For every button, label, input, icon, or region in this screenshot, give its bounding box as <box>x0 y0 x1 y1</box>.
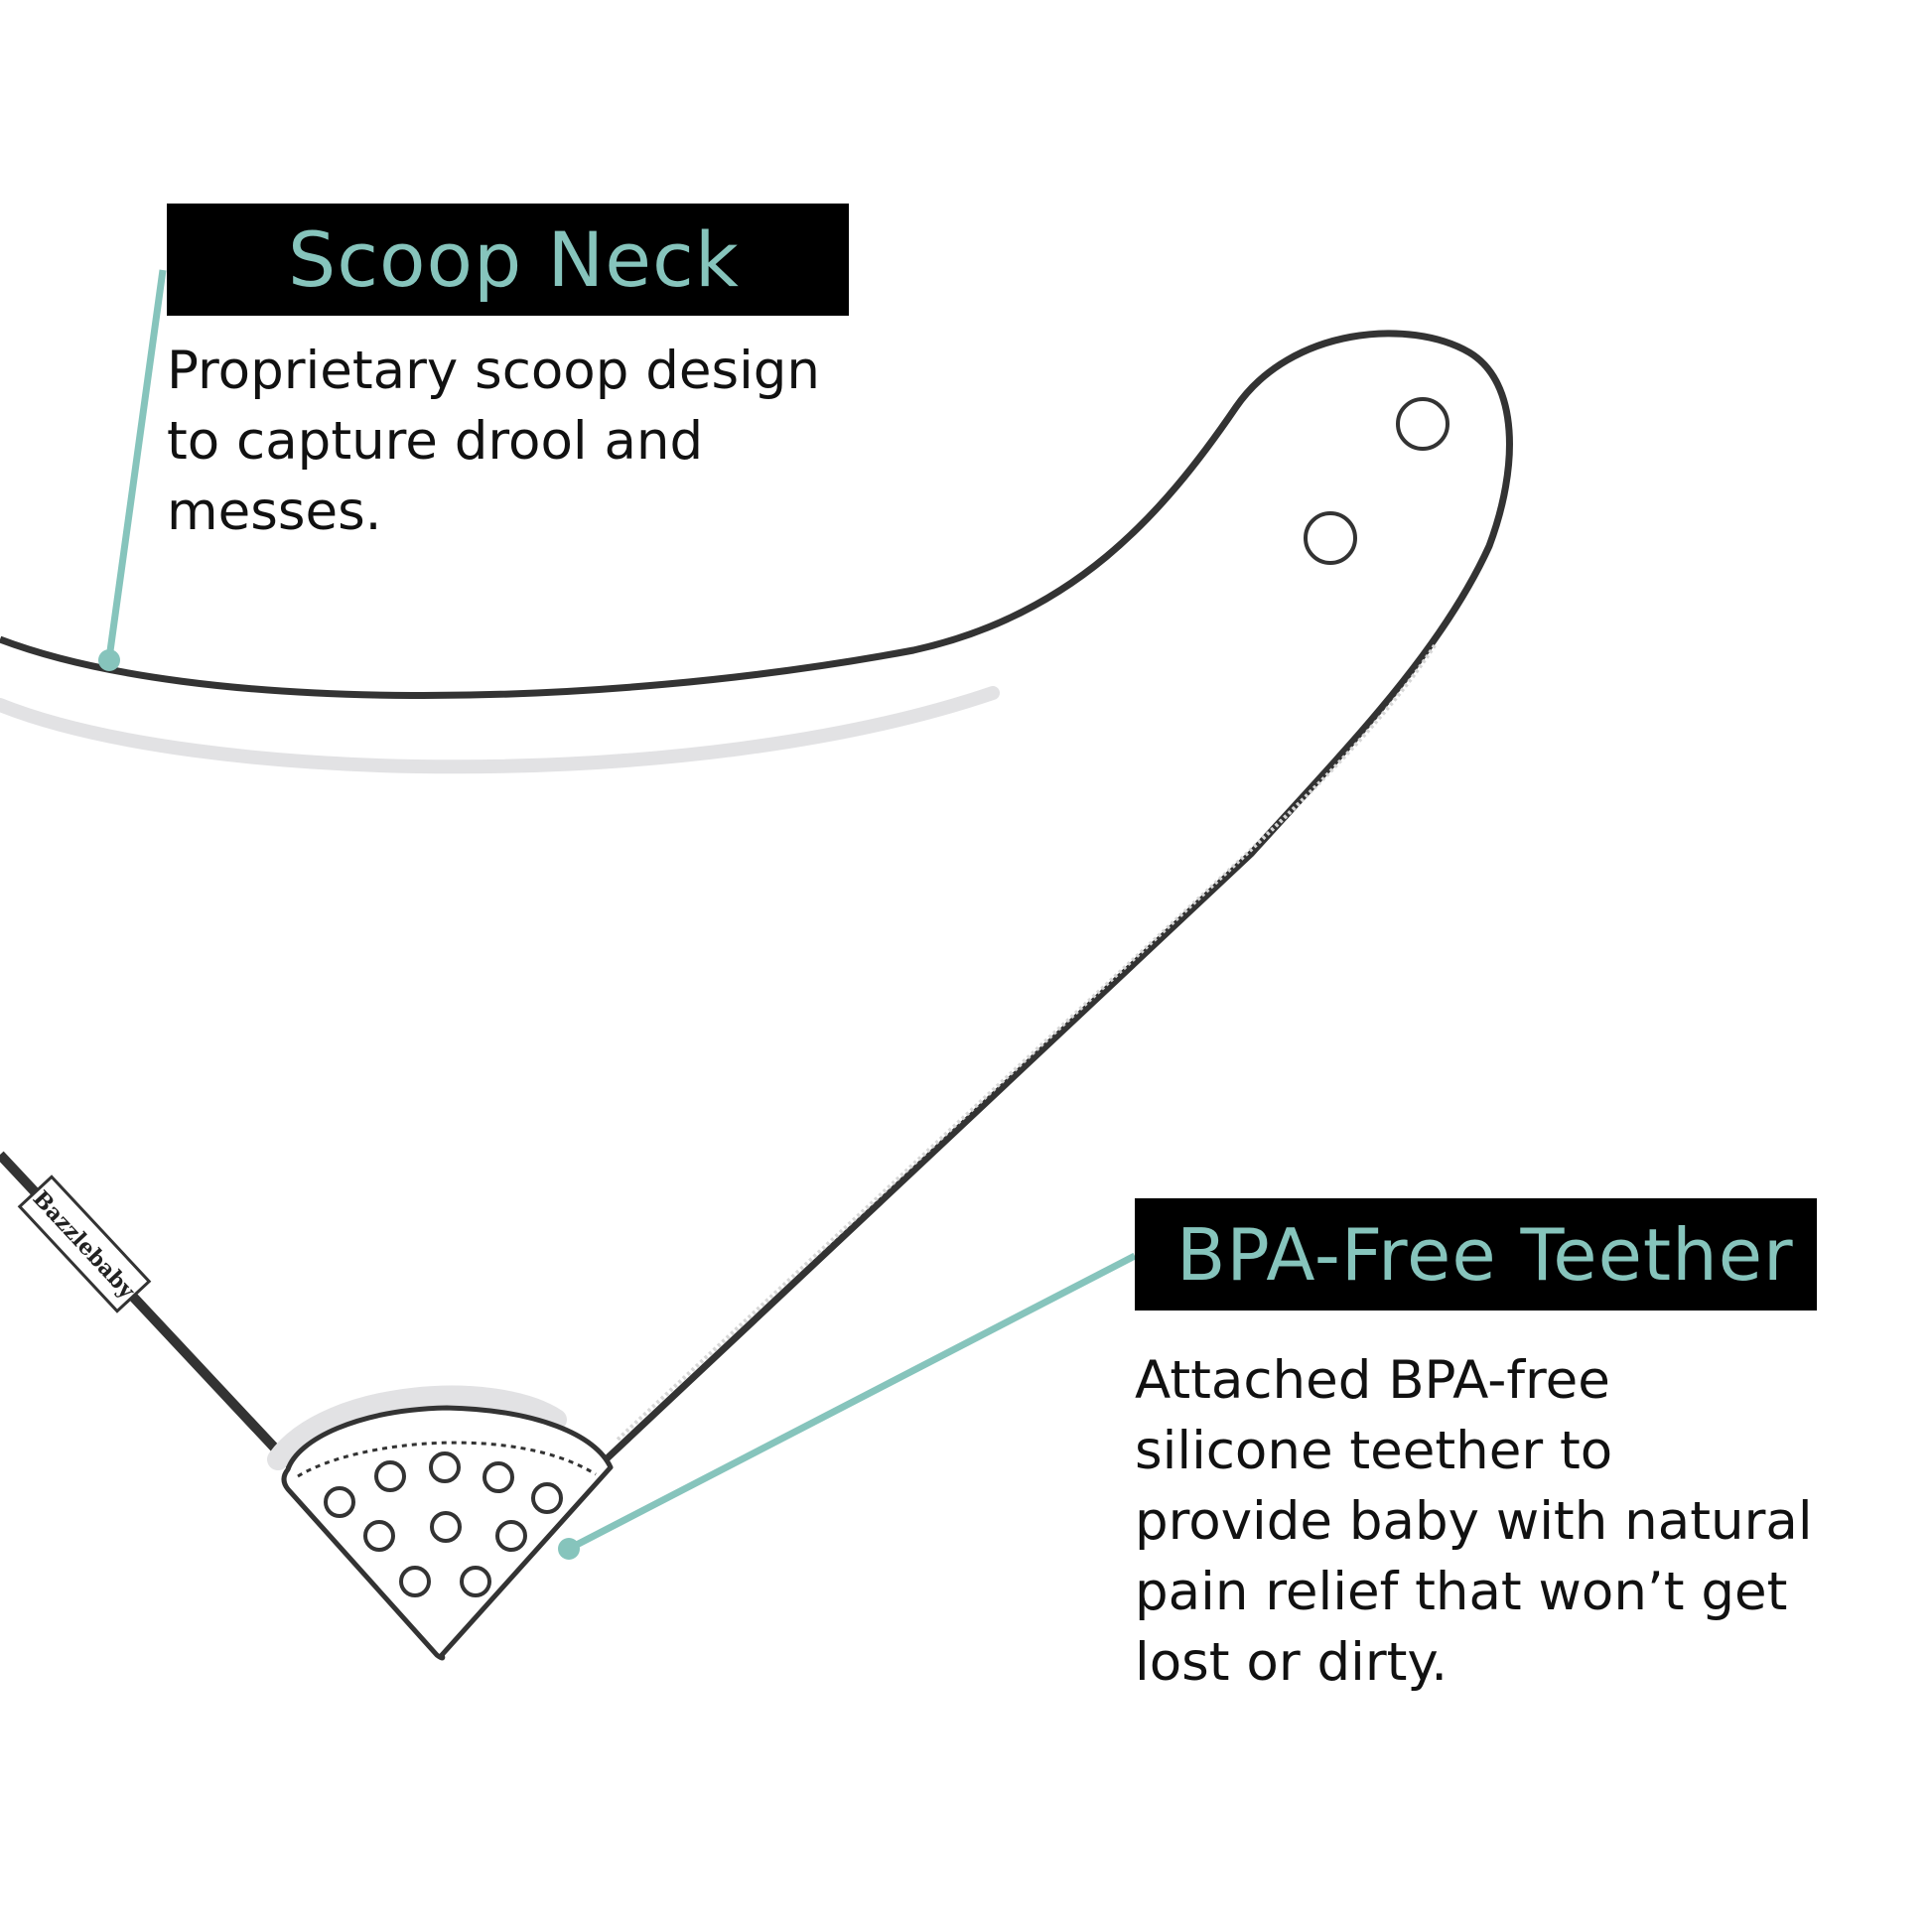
teether-bump-icon <box>483 1461 514 1493</box>
teether-shadow <box>267 1385 567 1470</box>
scoop-desc-line: Proprietary scoop design <box>167 341 821 401</box>
scoop-neck-title: Scoop Neck <box>167 204 849 316</box>
teether-bump-icon <box>531 1482 563 1514</box>
scoop-leader-line <box>105 269 167 659</box>
teether-desc-line: provide baby with natural <box>1135 1491 1813 1552</box>
teether-bump-icon <box>374 1460 406 1492</box>
teether-dotted-line <box>297 1441 597 1478</box>
teether-bump-icon <box>495 1520 527 1552</box>
bib-outline <box>0 330 1513 1467</box>
teether-bump-icon <box>429 1451 461 1483</box>
scoop-desc-line: messes. <box>167 482 382 542</box>
stitch-line <box>614 643 1437 1444</box>
teether-description: Attached BPA-free silicone teether to pr… <box>1135 1345 1813 1698</box>
snap-hole-icon <box>1304 511 1357 565</box>
teether-leader-dot <box>558 1538 580 1560</box>
teether-bump-icon <box>430 1511 462 1543</box>
teether-desc-line: pain relief that won’t get <box>1135 1562 1788 1622</box>
scoop-leader-dot <box>98 649 120 671</box>
scoop-neck-description: Proprietary scoop design to capture droo… <box>167 336 820 547</box>
teether-bump-icon <box>363 1520 395 1552</box>
teether-title-text: BPA-Free Teether <box>1176 1212 1794 1297</box>
teether-leader-line <box>567 1252 1137 1553</box>
teether-bump-icon <box>460 1566 491 1597</box>
brand-tag-label: Bazzlebaby <box>28 1185 141 1305</box>
teether-desc-line: silicone teether to <box>1135 1421 1613 1481</box>
teether-bumps <box>324 1451 563 1597</box>
teether-bump-icon <box>324 1486 355 1518</box>
snap-hole-icon <box>1396 397 1449 451</box>
teether-desc-line: lost or dirty. <box>1135 1632 1449 1693</box>
scoop-neck-title-text: Scoop Neck <box>288 215 740 304</box>
brand-tag: Bazzlebaby <box>17 1174 152 1313</box>
teether-bump-icon <box>399 1566 431 1597</box>
neck-shadow <box>0 686 1000 774</box>
teether-desc-line: Attached BPA-free <box>1135 1350 1610 1411</box>
teether-title: BPA-Free Teether <box>1135 1198 1817 1311</box>
scoop-desc-line: to capture drool and <box>167 411 704 472</box>
